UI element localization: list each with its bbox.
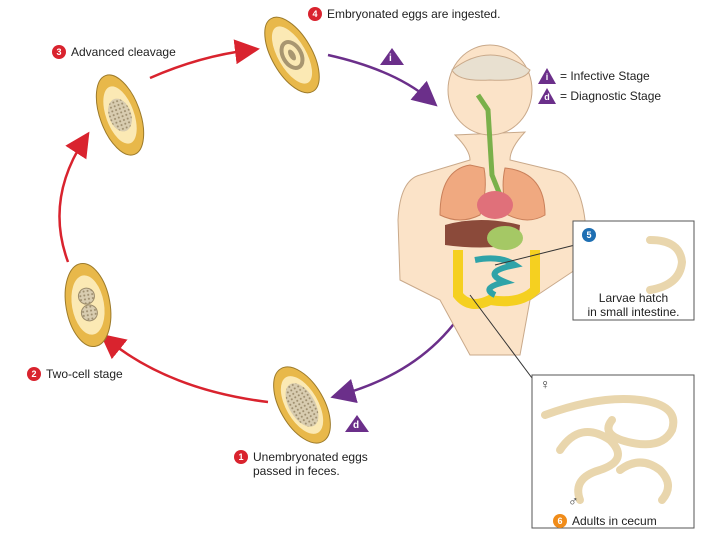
- legend-diagnostic-letter: d: [544, 92, 550, 102]
- legend-diagnostic-text: = Diagnostic Stage: [560, 89, 662, 103]
- pointer-line-small-intestine: [494, 244, 576, 266]
- cycle-arrow-3-to-4: [149, 39, 260, 80]
- step-3-label: 3 Advanced cleavage: [52, 45, 176, 59]
- egg-two-cell: [64, 262, 112, 348]
- pointer-line-cecum: [469, 294, 533, 379]
- step-1-number: 1: [234, 450, 248, 464]
- legend-infective-icon: i: [538, 68, 556, 84]
- step-4-number: 4: [308, 7, 322, 21]
- legend-diagnostic-icon: d: [538, 88, 556, 104]
- legend-diagnostic: d = Diagnostic Stage: [538, 88, 661, 104]
- large-intestine: [453, 250, 540, 309]
- small-intestine: [474, 255, 523, 298]
- step-5-number: 5: [582, 228, 596, 242]
- step-6-number: 6: [553, 514, 567, 528]
- stomach: [487, 226, 523, 250]
- larva-drawing: [646, 236, 687, 294]
- lung-left: [439, 164, 486, 221]
- legend-infective-letter: i: [545, 72, 549, 82]
- step-5-number-wrap: 5: [582, 227, 596, 242]
- cycle-arrow-1-to-2: [100, 333, 269, 404]
- egg-advanced-cleavage: [95, 74, 145, 156]
- diagnostic-marker: [345, 415, 369, 432]
- step-3-text: Advanced cleavage: [71, 45, 176, 59]
- step-1-text: Unembryonated eggs: [253, 450, 368, 464]
- step-3-number: 3: [52, 45, 66, 59]
- step-1-label: 1 Unembryonated eggs passed in feces.: [234, 450, 368, 478]
- egg-embryonated: [264, 16, 320, 94]
- esophagus: [475, 93, 503, 196]
- step-1-text-line2: passed in feces.: [253, 464, 340, 478]
- step-6-label: 6 Adults in cecum: [553, 514, 657, 528]
- step-6-text: Adults in cecum: [572, 514, 657, 528]
- human-host-figure: [397, 44, 586, 356]
- step-4-text: Embryonated eggs are ingested.: [327, 7, 501, 21]
- cycle-arrow-2-to-3: [58, 131, 90, 263]
- lung-right: [502, 167, 546, 221]
- infective-marker-letter: i: [389, 53, 392, 64]
- step-4-label: 4 Embryonated eggs are ingested.: [308, 7, 500, 21]
- step-5-text: Larvae hatch: [598, 291, 669, 305]
- adult-worms-drawing: [541, 395, 678, 504]
- legend-infective: i = Infective Stage: [538, 68, 650, 84]
- diagnostic-marker-letter: d: [353, 420, 360, 431]
- ingestion-arrow: [327, 53, 438, 107]
- step-5-caption: Larvae hatch in small intestine.: [573, 291, 694, 319]
- step-2-number: 2: [27, 367, 41, 381]
- step-2-text: Two-cell stage: [46, 367, 123, 381]
- legend-infective-text: = Infective Stage: [560, 69, 650, 83]
- step-5-text-line2: in small intestine.: [587, 305, 680, 319]
- egg-unembryonated: [273, 366, 331, 444]
- step-2-label: 2 Two-cell stage: [27, 367, 123, 381]
- female-symbol: ♀: [540, 376, 551, 392]
- male-symbol: ♂: [568, 493, 579, 509]
- infective-marker: [380, 48, 404, 65]
- heart: [477, 191, 513, 219]
